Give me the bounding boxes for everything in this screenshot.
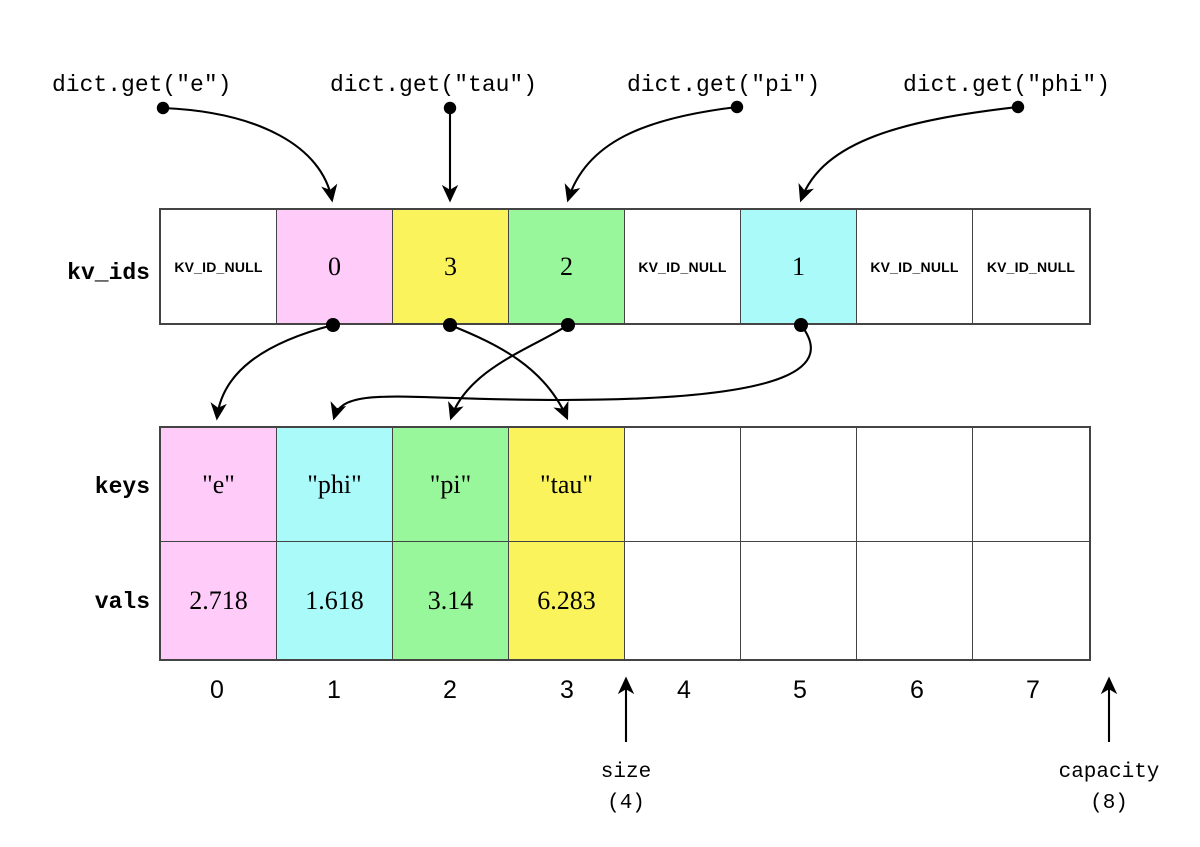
arrow-slot1-to-entry0 [210, 318, 340, 421]
vals-cell-3[interactable]: 6.283 [509, 542, 625, 659]
vals-cell-5[interactable] [741, 542, 857, 659]
index-label-5: 5 [793, 676, 807, 704]
arrow-slot3-to-entry2 [448, 318, 575, 421]
index-label-0: 0 [210, 676, 224, 704]
vals-cell-4[interactable] [625, 542, 741, 659]
vals-row: 2.718 1.618 3.14 6.283 [161, 542, 1089, 659]
keys-cell-7[interactable] [973, 428, 1089, 542]
vals-cell-2[interactable]: 3.14 [393, 542, 509, 659]
keys-cell-1[interactable]: "phi" [277, 428, 393, 542]
keys-cell-5[interactable] [741, 428, 857, 542]
keys-vals-table: "e" "phi" "pi" "tau" 2.718 1.618 3.14 6.… [159, 426, 1091, 661]
call-label-phi: dict.get("phi") [903, 72, 1111, 98]
index-label-3: 3 [560, 676, 574, 704]
call-label-pi: dict.get("pi") [627, 72, 821, 98]
row-label-kv-ids: kv_ids [67, 260, 150, 286]
capacity-annotation-label: capacity [1058, 761, 1160, 784]
keys-cell-3[interactable]: "tau" [509, 428, 625, 542]
vals-cell-6[interactable] [857, 542, 973, 659]
row-label-vals: vals [94, 589, 150, 615]
row-label-keys: keys [94, 474, 150, 500]
call-label-e: dict.get("e") [52, 72, 232, 98]
size-annotation-label: size [600, 761, 652, 784]
kv-ids-cell-1[interactable]: 0 [277, 210, 393, 323]
index-label-1: 1 [327, 676, 341, 704]
kv-ids-array: KV_ID_NULL 0 3 2 KV_ID_NULL 1 KV_ID_NULL… [159, 208, 1091, 325]
kv-ids-cell-2[interactable]: 3 [393, 210, 509, 323]
arrow-get-phi [798, 100, 1025, 203]
keys-cell-2[interactable]: "pi" [393, 428, 509, 542]
keys-cell-4[interactable] [625, 428, 741, 542]
call-label-tau: dict.get("tau") [330, 72, 538, 98]
keys-cell-6[interactable] [857, 428, 973, 542]
vals-cell-1[interactable]: 1.618 [277, 542, 393, 659]
vals-cell-7[interactable] [973, 542, 1089, 659]
arrow-get-pi [564, 100, 744, 203]
kv-ids-cell-7[interactable]: KV_ID_NULL [973, 210, 1089, 323]
capacity-annotation-value: (8) [1090, 792, 1128, 815]
keys-row: "e" "phi" "pi" "tau" [161, 428, 1089, 543]
arrow-slot5-to-entry1 [330, 318, 812, 421]
arrow-get-e [156, 101, 338, 203]
index-label-6: 6 [910, 676, 924, 704]
kv-ids-cell-3[interactable]: 2 [509, 210, 625, 323]
size-annotation-value: (4) [607, 792, 645, 815]
kv-ids-cell-5[interactable]: 1 [741, 210, 857, 323]
kv-ids-cell-4[interactable]: KV_ID_NULL [625, 210, 741, 323]
kv-ids-cell-6[interactable]: KV_ID_NULL [857, 210, 973, 323]
vals-cell-0[interactable]: 2.718 [161, 542, 277, 659]
index-label-2: 2 [443, 676, 457, 704]
index-label-7: 7 [1026, 676, 1040, 704]
arrow-slot2-to-entry3 [443, 318, 569, 421]
index-label-4: 4 [677, 676, 691, 704]
kv-ids-cell-0[interactable]: KV_ID_NULL [161, 210, 277, 323]
arrow-get-tau [441, 101, 459, 203]
keys-cell-0[interactable]: "e" [161, 428, 277, 542]
